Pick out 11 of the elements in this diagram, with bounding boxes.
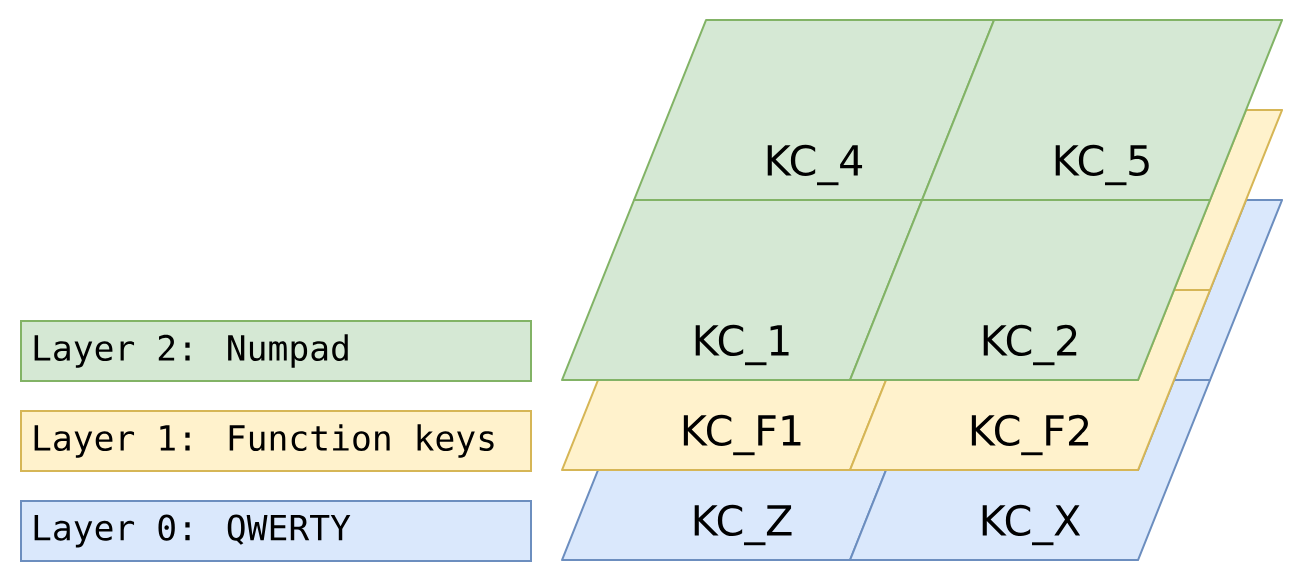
key-cell: KC_Z — [561, 469, 887, 561]
layer-label-box: Layer 1: Function keys — [20, 410, 532, 472]
key-cell: KC_4 — [633, 19, 995, 201]
key-cell — [1173, 109, 1283, 291]
key-cell — [1173, 199, 1283, 381]
key-cell: KC_F1 — [561, 379, 887, 471]
key-cell: KC_2 — [849, 199, 1211, 381]
key-cell: KC_5 — [921, 19, 1283, 201]
layer-label-box: Layer 2: Numpad — [20, 320, 532, 382]
key-cell: KC_1 — [561, 199, 923, 381]
layer-label-box: Layer 0: QWERTY — [20, 500, 532, 562]
